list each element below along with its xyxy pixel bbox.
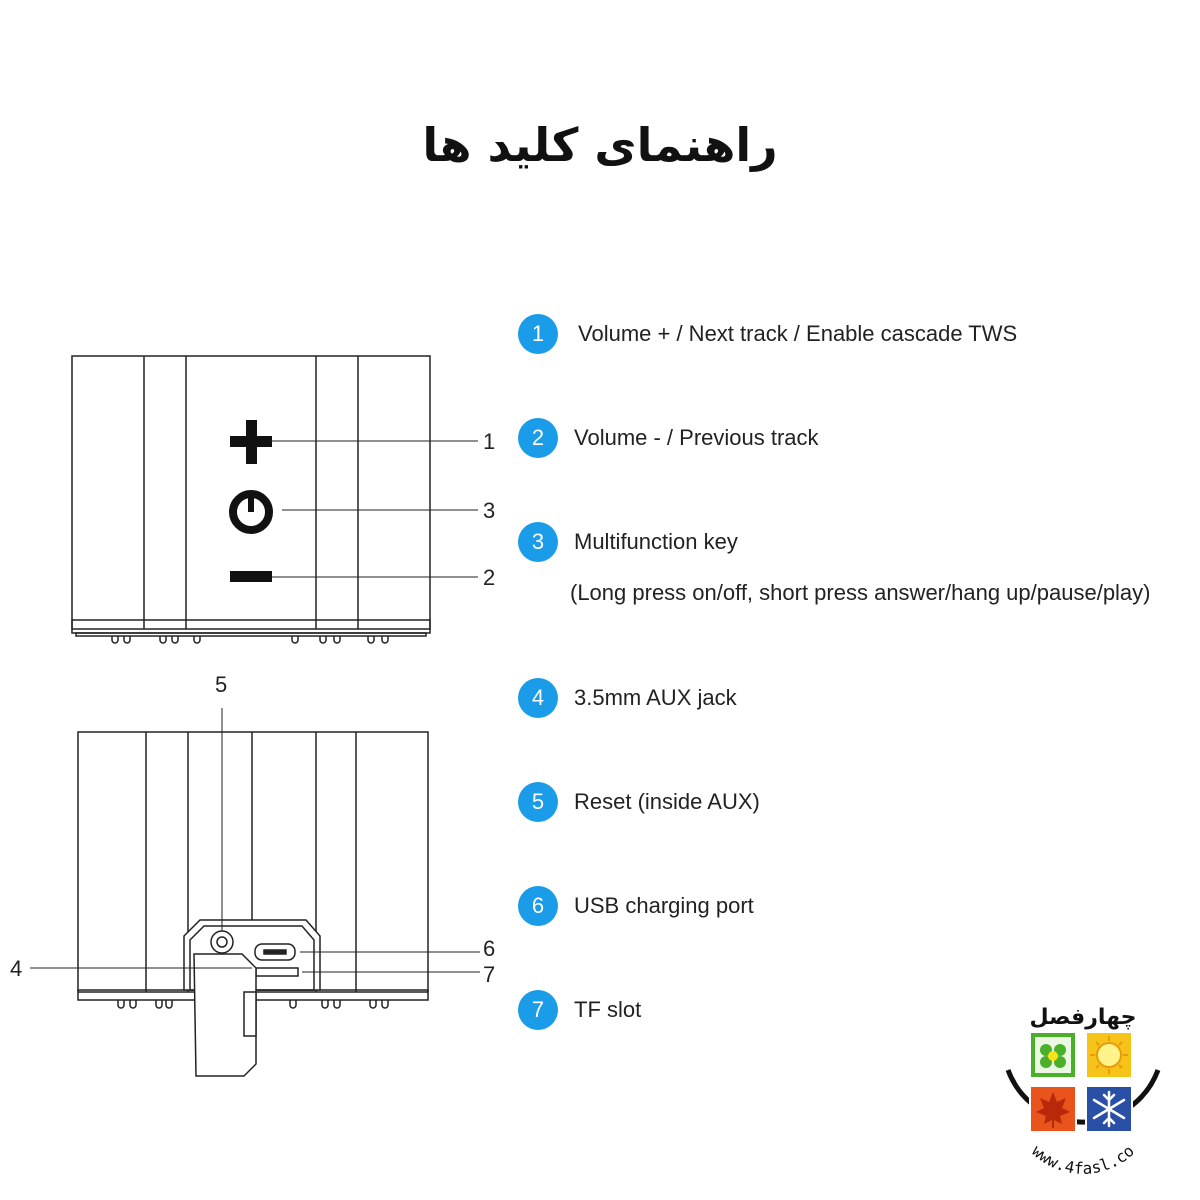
legend-label: Multifunction key (574, 529, 738, 554)
page-title: راهنمای کلید ها (422, 118, 778, 172)
legend-item-7: 7 TF slot (518, 990, 641, 1030)
power-icon (229, 490, 273, 534)
legend-item-6: 6 USB charging port (518, 886, 754, 926)
sun-icon (1085, 1031, 1133, 1079)
speaker-bottom-view (77, 731, 429, 1009)
legend-badge: 4 (518, 678, 558, 718)
legend-item-4: 4 3.5mm AUX jack (518, 678, 737, 718)
legend-label: Volume - / Previous track (574, 425, 819, 450)
aux-jack-icon (210, 930, 234, 954)
callout-1: 1 (483, 429, 495, 454)
legend-label: Volume + / Next track / Enable cascade T… (578, 321, 1018, 346)
speaker-feet-bottom (117, 1000, 389, 1009)
legend-badge: 6 (518, 886, 558, 926)
legend-label: TF slot (574, 997, 642, 1022)
callout-5: 5 (215, 672, 227, 697)
callout-4: 4 (10, 956, 22, 981)
usb-port-icon (254, 943, 296, 961)
legend-badge: 7 (518, 990, 558, 1030)
legend-item-2: 2 Volume - / Previous track (518, 418, 819, 458)
leader-lines-bottom (30, 708, 480, 973)
plus-icon (230, 420, 272, 464)
logo-name: چهارفصل (1029, 1005, 1136, 1030)
logo-url: www.4fasl.co (1028, 1141, 1138, 1178)
leaf-icon (1029, 1085, 1077, 1133)
legend-item-3: 3 Multifunction key (518, 522, 738, 562)
callout-6: 6 (483, 936, 495, 961)
callout-7: 7 (483, 962, 495, 987)
leader-lines-top (270, 440, 478, 578)
callout-3: 3 (483, 498, 495, 523)
legend-item-5: 5 Reset (inside AUX) (518, 782, 760, 822)
speaker-diagram: 1 3 2 (10, 355, 495, 1077)
minus-icon (230, 571, 272, 582)
snowflake-icon (1085, 1085, 1133, 1133)
brand-logo: چهارفصل www.4fasl.co (1005, 1005, 1161, 1178)
legend-note: (Long press on/off, short press answer/h… (570, 580, 1151, 605)
flower-icon (1029, 1031, 1077, 1079)
legend-badge: 3 (518, 522, 558, 562)
legend-label: USB charging port (574, 893, 754, 918)
aux-plug-icon (193, 953, 257, 1077)
logo-ring (1005, 1069, 1161, 1125)
legend-label: 3.5mm AUX jack (574, 685, 737, 710)
speaker-feet (111, 636, 389, 644)
legend-item-1: 1 Volume + / Next track / Enable cascade… (518, 314, 1017, 354)
legend-badge: 1 (518, 314, 558, 354)
callout-2: 2 (483, 565, 495, 590)
legend-label: Reset (inside AUX) (574, 789, 760, 814)
legend-badge: 5 (518, 782, 558, 822)
legend-badge: 2 (518, 418, 558, 458)
